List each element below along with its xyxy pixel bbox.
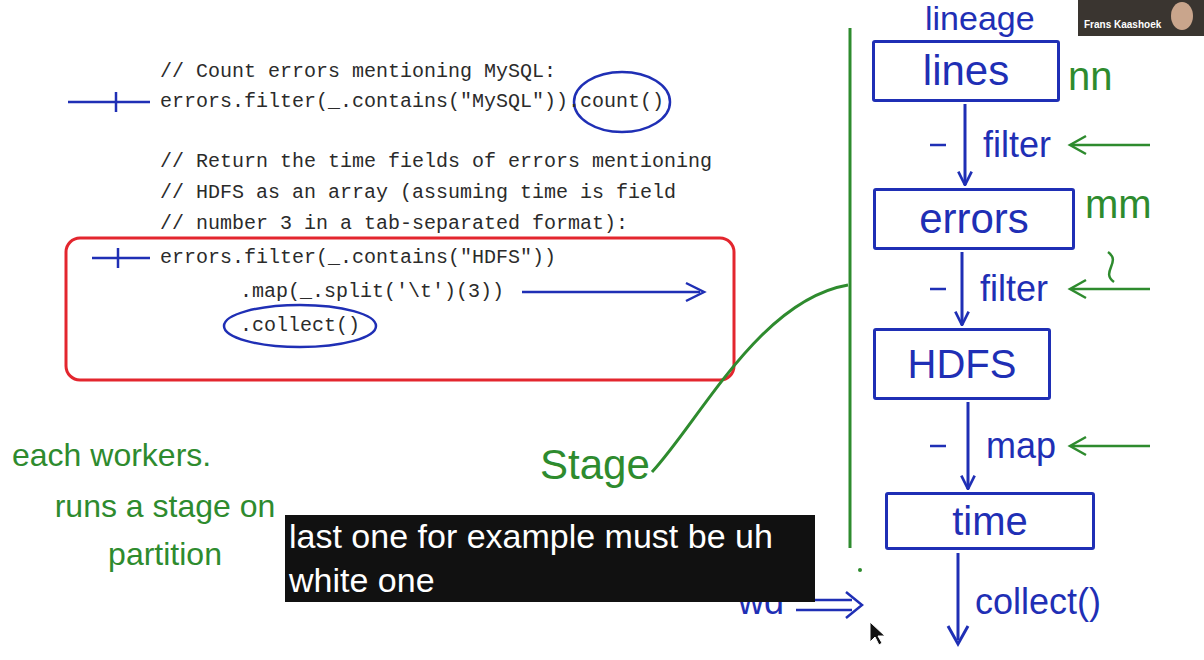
code-line: .map(_.split('\t')(3)) xyxy=(240,280,504,304)
collect-arrow xyxy=(957,553,960,640)
edge-label: filter xyxy=(978,269,1050,309)
arrow-head xyxy=(686,283,704,301)
handwritten-note: nn xyxy=(1068,52,1113,100)
code-line: .collect() xyxy=(240,314,360,338)
pointer-line xyxy=(92,257,150,260)
code-line: // Count errors mentioning MySQL: xyxy=(160,60,556,84)
double-arrow xyxy=(796,609,852,612)
pointer-tick xyxy=(115,92,118,112)
dash xyxy=(930,445,946,448)
dash xyxy=(930,288,946,291)
webcam-frame xyxy=(1078,0,1204,36)
highlight-box xyxy=(66,238,734,380)
arrow-head xyxy=(1070,280,1086,298)
flow-arrow xyxy=(964,104,967,185)
pointer-arrow xyxy=(1072,144,1150,147)
box-text: HDFS xyxy=(908,342,1017,386)
handwritten-note: collect() xyxy=(975,580,1101,623)
diagram-heading: lineage xyxy=(925,0,1035,39)
pointer-arrow xyxy=(1072,288,1150,291)
handwritten-note: runs a stage on partition xyxy=(20,482,310,578)
handwritten-note: Stage xyxy=(540,440,650,490)
video-subtitle: last one for example must be uh white on… xyxy=(285,515,815,602)
code-line: // HDFS as an array (assuming time is fi… xyxy=(160,181,676,205)
webcam-name: Frans Kaashoek xyxy=(1084,19,1161,31)
pointer-line xyxy=(68,101,150,104)
arrow-head xyxy=(846,592,862,618)
arrow-head xyxy=(1070,136,1086,154)
mouse-cursor xyxy=(870,622,885,645)
stage-leader xyxy=(652,285,848,472)
box-text: errors xyxy=(919,196,1029,242)
arrow-head xyxy=(1070,437,1086,455)
edge-label: map xyxy=(984,426,1058,466)
code-line: errors.filter(_.contains("HDFS")) xyxy=(160,246,556,270)
process-box: HDFS xyxy=(873,328,1051,400)
flow-arrow xyxy=(961,252,964,325)
dash xyxy=(930,144,946,147)
stage-divider xyxy=(849,28,852,548)
pointer-arrow xyxy=(1072,445,1150,448)
box-text: lines xyxy=(923,48,1009,94)
box-text: time xyxy=(952,499,1028,543)
brace-mark xyxy=(1108,252,1114,282)
flow-arrow xyxy=(967,402,970,489)
edge-label: filter xyxy=(981,125,1053,165)
process-box: lines xyxy=(872,40,1060,102)
handwritten-note: each workers. xyxy=(12,436,211,474)
ink-dot xyxy=(858,568,862,572)
code-line: // number 3 in a tab-separated format): xyxy=(160,212,628,236)
pointer-tick xyxy=(117,248,120,268)
handwritten-note: mm xyxy=(1085,180,1152,228)
pointer-arrow xyxy=(522,291,700,294)
process-box: errors xyxy=(873,188,1075,250)
code-line: errors.filter(_.contains("MySQL")).count… xyxy=(160,90,664,114)
circle-mark xyxy=(224,305,376,347)
arrow-head xyxy=(948,626,968,644)
code-line: // Return the time fields of errors ment… xyxy=(160,150,712,174)
process-box: time xyxy=(885,492,1095,550)
webcam-face xyxy=(1171,2,1193,30)
